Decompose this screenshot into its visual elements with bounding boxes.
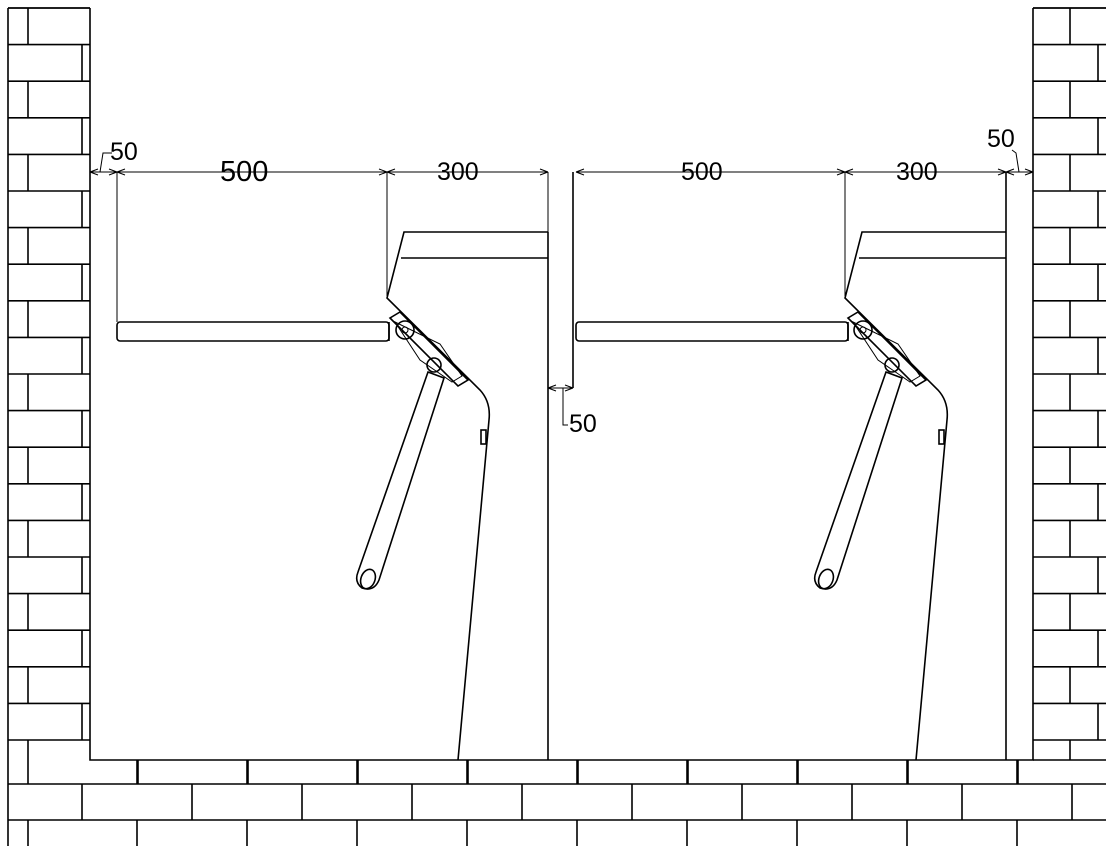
- dim-left-body-width: 300: [437, 158, 479, 186]
- right-horizontal-arm: [575, 321, 849, 342]
- right-dropped-arm: [813, 370, 903, 590]
- dimension-arrowhead: [997, 168, 1007, 176]
- dim-right-body-width: 300: [896, 158, 938, 186]
- dimension-arrowhead: [89, 168, 99, 176]
- left-brick-wall: [7, 7, 90, 846]
- dimension-arrowhead: [1005, 168, 1015, 176]
- dimension-arrowhead: [539, 168, 549, 176]
- right-rotor-hub-inner: [859, 326, 867, 334]
- left-cabinet-body: [386, 231, 548, 761]
- left-turnstile: [116, 231, 549, 761]
- wall-opening-outline: [89, 8, 1034, 761]
- bottom-brick-wall: [8, 759, 1106, 846]
- right-rotor-plate: [851, 320, 921, 383]
- dim-right-arm-length: 500: [681, 158, 723, 186]
- dim-center-gap: 50: [569, 410, 597, 438]
- left-dropped-arm-end: [359, 568, 377, 590]
- left-rotor-head: [388, 310, 470, 388]
- dim-right-wall-gap: 50: [987, 125, 1015, 153]
- dimension-arrowhead: [116, 168, 126, 176]
- left-dropped-arm: [355, 370, 445, 590]
- dimension-arrowhead: [108, 168, 118, 176]
- left-horizontal-arm: [116, 321, 390, 342]
- left-side-sensor: [480, 429, 487, 445]
- dimension-lines: [89, 149, 1034, 426]
- right-turnstile: [575, 172, 1007, 761]
- dimension-arrowhead: [844, 168, 854, 176]
- right-rotor-joint: [884, 357, 900, 373]
- dimension-arrowhead: [575, 168, 585, 176]
- left-rotor-hub: [395, 320, 415, 340]
- left-rotor-hub-inner: [401, 326, 409, 334]
- right-dropped-arm-end: [817, 568, 835, 590]
- right-rotor-hub: [853, 320, 873, 340]
- right-cabinet-body: [844, 231, 1006, 761]
- dim-left-wall-gap: 50: [110, 138, 138, 166]
- dimension-arrowhead: [378, 168, 388, 176]
- right-side-sensor: [938, 429, 945, 445]
- right-rotor-head: [846, 310, 928, 388]
- left-rotor-plate: [393, 320, 463, 383]
- dim-left-arm-length: 500: [220, 156, 268, 188]
- dimension-arrowhead: [1024, 168, 1034, 176]
- dimension-arrowhead: [564, 384, 574, 392]
- dimension-arrowhead: [547, 384, 557, 392]
- left-rotor-joint: [426, 357, 442, 373]
- right-brick-wall: [1033, 7, 1106, 760]
- dimension-arrowhead: [386, 168, 396, 176]
- dimension-arrowhead: [836, 168, 846, 176]
